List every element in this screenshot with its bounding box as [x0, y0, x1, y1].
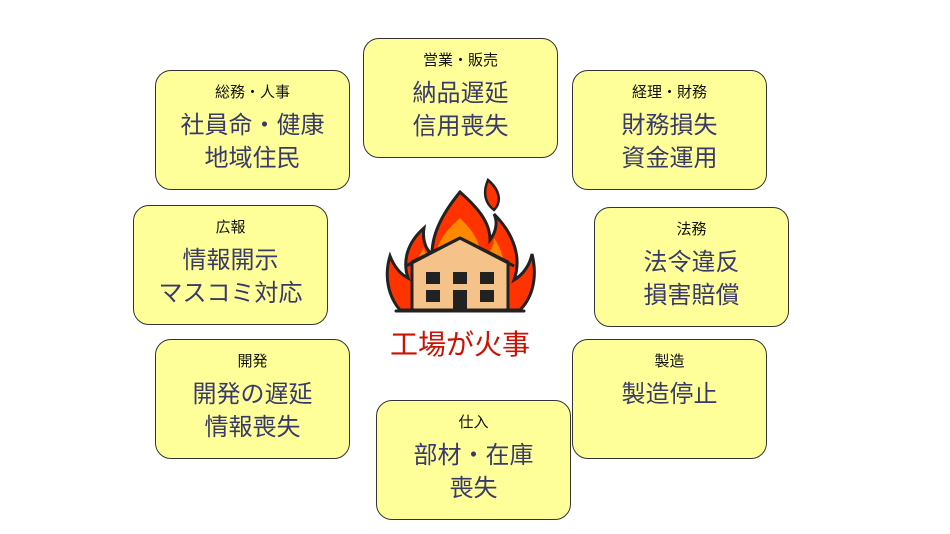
node-purchasing: 仕入 部材・在庫 喪失 [376, 400, 571, 520]
node-accounting: 経理・財務 財務損失 資金運用 [572, 70, 767, 190]
center-event: 工場が火事 [360, 178, 560, 373]
impact-text: 部材・在庫 喪失 [377, 439, 570, 505]
impact-text: 製造停止 [573, 378, 766, 411]
dept-label: 営業・販売 [422, 51, 498, 69]
impact-line: マスコミ対応 [158, 279, 303, 307]
impact-line: 製造停止 [621, 380, 718, 408]
impact-text: 情報開示 マスコミ対応 [134, 244, 327, 310]
impact-line: 信用喪失 [412, 112, 509, 140]
impact-line: 納品遅延 [412, 79, 509, 107]
node-sales: 営業・販売 納品遅延 信用喪失 [363, 38, 558, 158]
burning-factory-icon [385, 178, 536, 313]
dept-label: 経理・財務 [631, 83, 707, 101]
impact-line: 喪失 [449, 474, 498, 502]
impact-line: 地域住民 [204, 144, 301, 172]
impact-line: 情報開示 [182, 246, 279, 274]
impact-text: 納品遅延 信用喪失 [364, 77, 557, 143]
impact-line: 損害賠償 [643, 281, 740, 309]
impact-text: 開発の遅延 情報喪失 [156, 378, 349, 444]
dept-label: 製造 [654, 352, 685, 370]
node-general-affairs: 総務・人事 社員命・健康 地域住民 [155, 70, 350, 190]
impact-line: 財務損失 [621, 111, 718, 139]
node-pr: 広報 情報開示 マスコミ対応 [133, 205, 328, 325]
impact-text: 社員命・健康 地域住民 [156, 109, 349, 175]
dept-label: 法務 [676, 220, 707, 238]
impact-line: 部材・在庫 [413, 441, 534, 469]
node-legal: 法務 法令違反 損害賠償 [594, 207, 789, 327]
impact-line: 開発の遅延 [192, 380, 313, 408]
dept-label: 開発 [237, 352, 268, 370]
impact-line: 情報喪失 [204, 413, 301, 441]
node-manufacturing: 製造 製造停止 [572, 339, 767, 459]
impact-text: 法令違反 損害賠償 [595, 246, 788, 312]
node-development: 開発 開発の遅延 情報喪失 [155, 339, 350, 459]
impact-text: 財務損失 資金運用 [573, 109, 766, 175]
impact-line: 法令違反 [643, 248, 740, 276]
impact-line: 社員命・健康 [180, 111, 325, 139]
center-label: 工場が火事 [389, 328, 530, 361]
impact-line: 資金運用 [621, 144, 718, 172]
dept-label: 総務・人事 [214, 83, 290, 101]
dept-label: 仕入 [458, 413, 489, 431]
dept-label: 広報 [215, 218, 246, 236]
